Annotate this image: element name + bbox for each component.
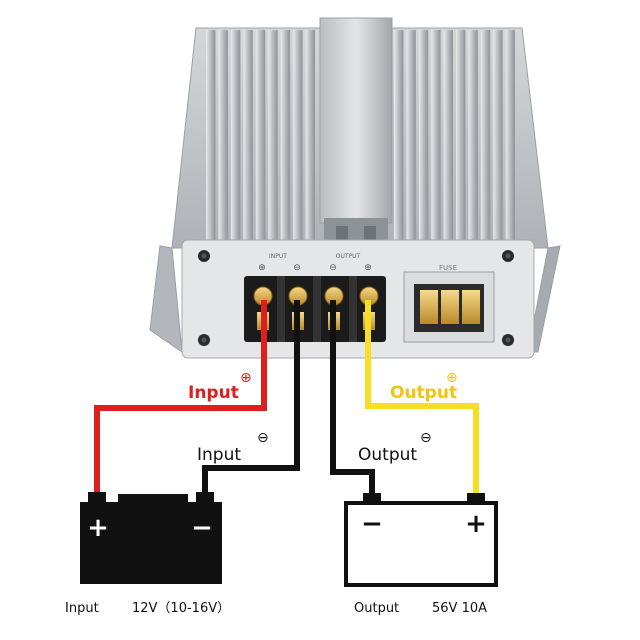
- heatsink-fin: [206, 30, 216, 244]
- heatsink-fin: [418, 30, 429, 244]
- output-load: − +: [344, 493, 498, 587]
- input-voltage-caption: 12V（10-16V）: [132, 601, 230, 616]
- heatsink-fin: [218, 30, 228, 244]
- wire-sign-output-minus: ⊖: [420, 430, 432, 446]
- output-caption: Output: [354, 601, 399, 616]
- heatsink-fin: [480, 30, 491, 244]
- heatsink-fin: [243, 30, 253, 244]
- wire-output-minus: [330, 300, 375, 498]
- battery-minus-mark: −: [191, 513, 213, 543]
- panel-label-fuse: FUSE: [439, 264, 457, 272]
- wire-label-output-minus: Output: [358, 445, 417, 465]
- terminal-mark-2: ⊖: [293, 263, 301, 273]
- heatsink-fin: [230, 30, 241, 244]
- wire-label-input-minus: Input: [197, 445, 241, 465]
- wire-output-plus: [365, 300, 479, 498]
- heatsink-fin: [394, 30, 404, 244]
- terminal-mark-3: ⊖: [329, 263, 337, 273]
- heatsink-fin: [293, 30, 303, 244]
- wire-sign-input-plus: ⊕: [240, 370, 252, 386]
- load-plus-mark: +: [465, 509, 487, 539]
- heatsink-fins: [206, 30, 515, 244]
- heatsink-fin: [443, 30, 453, 244]
- panel-screws: [198, 250, 514, 346]
- heatsink-fin: [255, 30, 266, 244]
- terminal-mark-4: ⊕: [364, 263, 372, 273]
- panel-label-output: OUTPUT: [336, 253, 361, 260]
- fuse-holder: [403, 271, 495, 343]
- heatsink-fin: [305, 30, 315, 244]
- battery-plus-mark: +: [87, 513, 109, 543]
- wires: [94, 300, 479, 498]
- output-rating-caption: 56V 10A: [432, 601, 487, 616]
- center-ridge: [319, 17, 393, 224]
- panel-label-input: INPUT: [269, 253, 287, 260]
- dc-converter: INPUT OUTPUT FUSE ⊕ ⊖ ⊖ ⊕: [149, 17, 561, 359]
- wire-sign-output-plus: ⊕: [446, 370, 458, 386]
- wire-input-minus: [202, 300, 300, 496]
- wire-input-plus: [94, 300, 267, 496]
- heatsink-fin: [456, 30, 466, 244]
- wire-label-input-plus: Input: [188, 383, 239, 403]
- terminal-mark-1: ⊕: [258, 263, 266, 273]
- heatsink-fin: [468, 30, 478, 244]
- heatsink-fin: [406, 30, 416, 244]
- input-battery: + −: [80, 492, 222, 584]
- heatsink-fin: [505, 30, 515, 244]
- wire-sign-input-minus: ⊖: [257, 430, 269, 446]
- heatsink-fin: [431, 30, 441, 244]
- heatsink-fin: [280, 30, 291, 244]
- input-caption: Input: [65, 601, 99, 616]
- heatsink-fin: [493, 30, 503, 244]
- wire-label-output-plus: Output: [390, 383, 457, 403]
- heatsink-fin: [268, 30, 278, 244]
- load-minus-mark: −: [361, 509, 383, 539]
